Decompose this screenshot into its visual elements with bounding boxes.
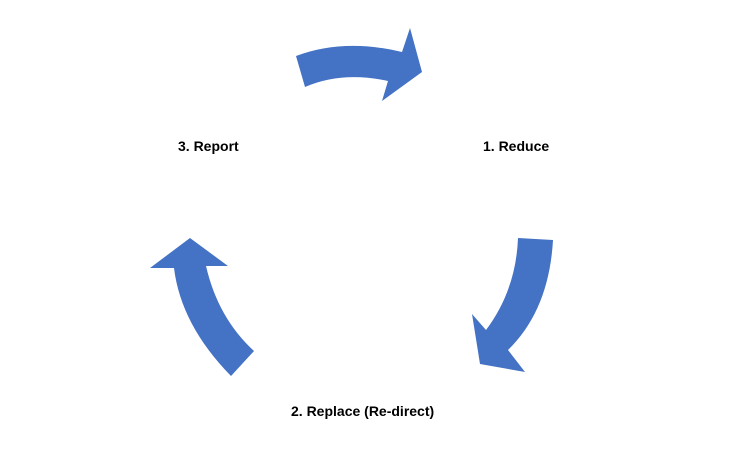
curved-arrow-right-icon bbox=[296, 28, 422, 101]
curved-arrow-up-icon bbox=[150, 238, 254, 376]
step-label-replace: 2. Replace (Re-direct) bbox=[291, 403, 435, 419]
step-label-report: 3. Report bbox=[178, 138, 239, 154]
step-label-reduce: 1. Reduce bbox=[483, 138, 550, 154]
curved-arrow-down-icon bbox=[472, 238, 553, 372]
